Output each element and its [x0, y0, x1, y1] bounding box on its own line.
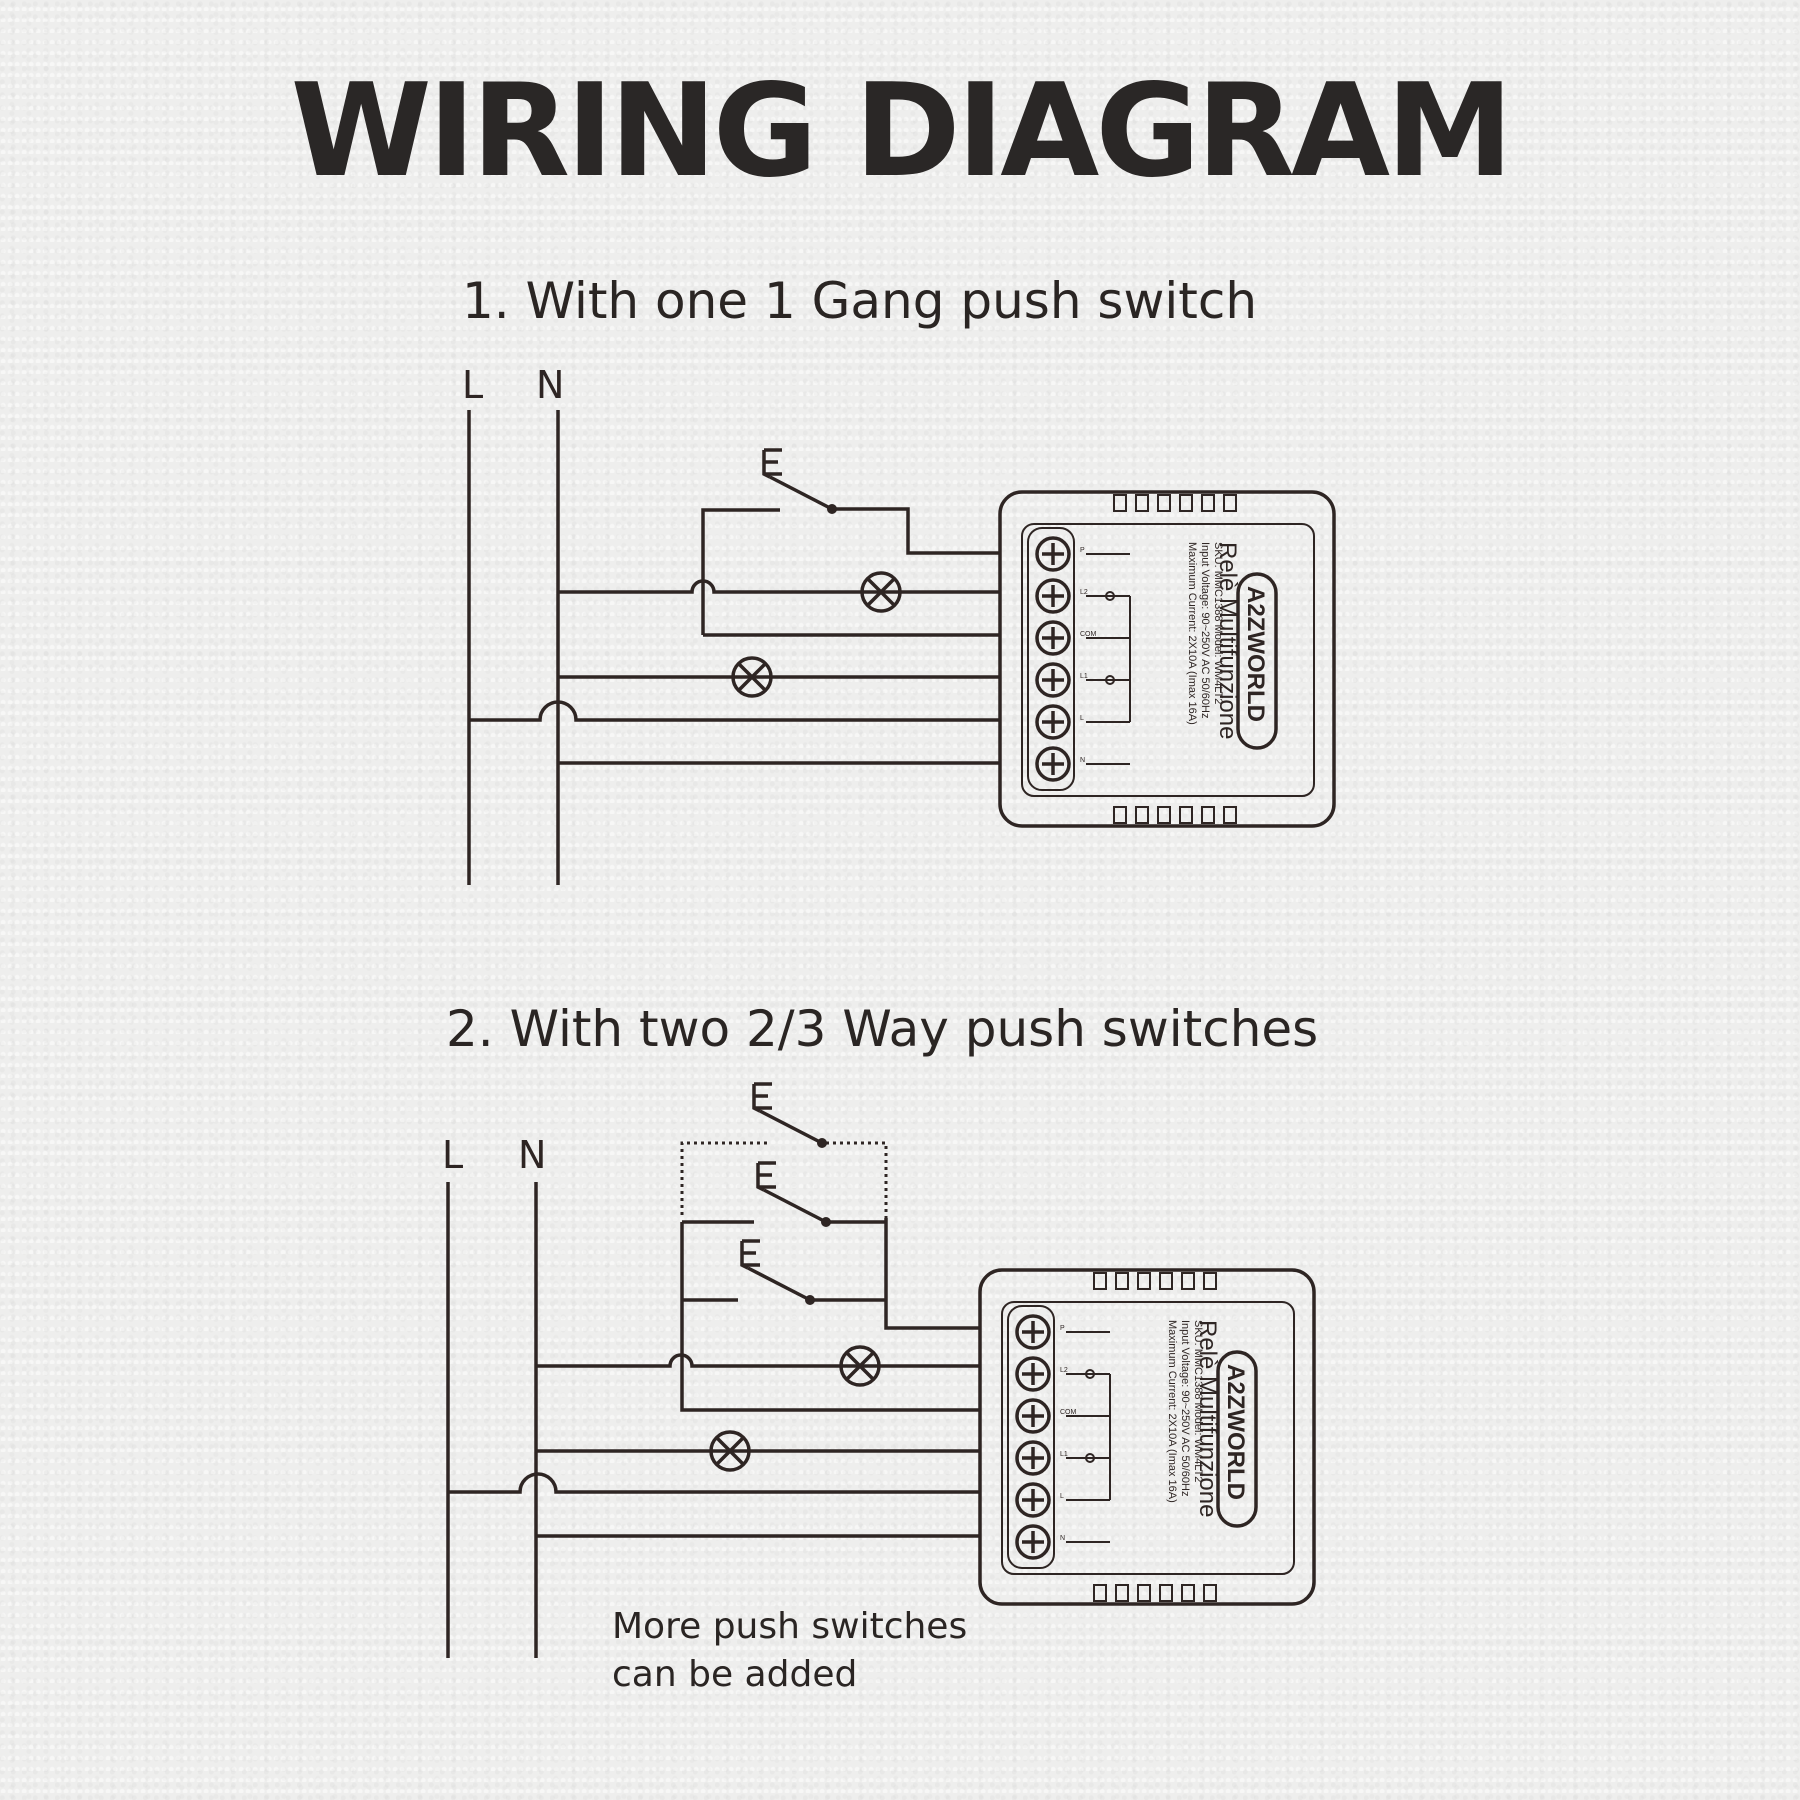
push-switch-icon [740, 1239, 817, 1307]
terminal-label: L2 [1080, 589, 1088, 596]
terminal-label: COM [1080, 631, 1097, 638]
diagram-1: L N [462, 363, 1336, 885]
terminal-label: P [1080, 547, 1085, 554]
neutral-label: N [518, 1133, 546, 1177]
sku-model-text: SKU: MMC1388 Model: WM4LT2 [1212, 542, 1224, 704]
max-current-text: Maximum Current: 2X10A (Imax 16A) [1186, 542, 1198, 725]
input-voltage-text: Input Voltage: 90~250V AC 50/60Hz [1179, 1320, 1191, 1496]
terminal-label: N [1080, 757, 1085, 764]
terminal-label: COM [1060, 1409, 1077, 1416]
terminal-label: L1 [1060, 1451, 1068, 1458]
line-label: L [442, 1133, 463, 1177]
note-line-2: can be added [612, 1654, 858, 1695]
note-line-1: More push switches [612, 1606, 968, 1647]
page-title: WIRING DIAGRAM [290, 57, 1514, 206]
terminal-label: L [1080, 715, 1084, 722]
extra-switches-note: More push switches can be added [612, 1603, 967, 1699]
sku-model-text: SKU: MMC1388 Model: WM4LT2 [1192, 1320, 1204, 1482]
diagram-1-heading: 1. With one 1 Gang push switch [462, 272, 1258, 330]
max-current-text: Maximum Current: 2X10A (Imax 16A) [1166, 1320, 1178, 1503]
terminal-label: L [1060, 1493, 1064, 1500]
device-brand: A2ZWORLD [1222, 1364, 1249, 1500]
input-voltage-text: Input Voltage: 90~250V AC 50/60Hz [1199, 542, 1211, 718]
push-switch-icon [762, 448, 839, 516]
diagram-2: L N [442, 1082, 1316, 1658]
line-label: L [462, 363, 483, 407]
terminal-label: L1 [1080, 673, 1088, 680]
relay-device: SKU: MMC1388 Model: WM4LT2 Input Voltage… [998, 490, 1336, 828]
optional-push-switch-icon [752, 1082, 829, 1150]
push-switch-icon [756, 1161, 833, 1229]
neutral-label: N [536, 363, 564, 407]
terminal-label: P [1060, 1325, 1065, 1332]
diagram-2-heading: 2. With two 2/3 Way push switches [446, 1000, 1319, 1058]
terminal-label: N [1060, 1535, 1065, 1542]
device-brand: A2ZWORLD [1242, 586, 1269, 722]
relay-device: SKU: MMC1388 Model: WM4LT2 Input Voltage… [978, 1268, 1316, 1606]
terminal-label: L2 [1060, 1367, 1068, 1374]
